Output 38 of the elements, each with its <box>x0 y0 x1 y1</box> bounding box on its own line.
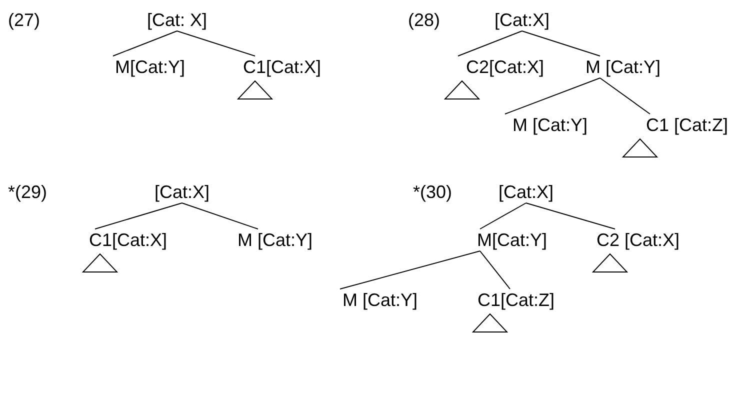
triangle-icon <box>472 313 508 333</box>
tree-branch <box>176 30 256 56</box>
category-label: [Cat:X] <box>498 181 554 203</box>
tree-branch <box>94 202 182 230</box>
triangle-icon <box>592 253 628 273</box>
example-number: *(29) <box>8 181 48 203</box>
tree-branch <box>526 202 616 230</box>
category-label: C1[Cat:Z] <box>477 289 555 311</box>
category-label: [Cat:X] <box>494 9 550 31</box>
category-label: M [Cat:Y] <box>342 289 418 311</box>
tree-branch <box>504 78 600 114</box>
triangle-icon <box>82 253 118 273</box>
tree-branch <box>340 250 480 290</box>
category-label: M[Cat:Y] <box>477 229 547 251</box>
tree-branch <box>600 78 650 114</box>
tree-branch <box>112 30 178 56</box>
category-label: C2 [Cat:X] <box>596 229 680 251</box>
example-number: (27) <box>8 9 40 31</box>
category-label: M [Cat:Y] <box>238 229 312 251</box>
triangle-icon <box>237 80 273 100</box>
category-label: C2[Cat:X] <box>466 56 544 78</box>
category-label: M [Cat:Y] <box>586 56 660 78</box>
tree-branch <box>480 250 510 290</box>
tree-branch <box>458 30 522 56</box>
tree-branch <box>522 30 600 56</box>
category-label: M[Cat:Y] <box>115 56 185 78</box>
category-label: [Cat:X] <box>154 181 210 203</box>
triangle-icon <box>444 80 480 100</box>
category-label: [Cat: X] <box>146 9 208 31</box>
category-label: C1[Cat:X] <box>88 229 168 251</box>
tree-branch <box>182 202 258 230</box>
example-number: (28) <box>408 9 440 31</box>
category-label: M [Cat:Y] <box>512 114 588 136</box>
tree-branch <box>480 202 526 230</box>
triangle-icon <box>622 138 658 158</box>
example-number: *(30) <box>413 181 452 203</box>
category-label: C1[Cat:X] <box>242 56 322 78</box>
category-label: C1 [Cat:Z] <box>646 114 728 136</box>
